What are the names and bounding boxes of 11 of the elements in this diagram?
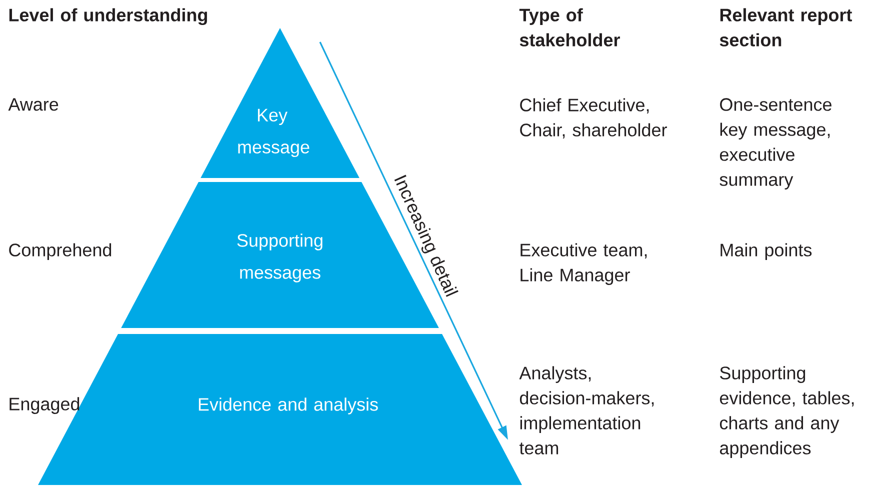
table-text: One-sentence key message, executive summary	[720, 98, 832, 190]
table-text: Aware	[8, 98, 58, 111]
table-text: Executive team, Line Manager	[520, 243, 647, 285]
column-heading: Relevant report section	[720, 8, 852, 46]
pyramid-level: Key message	[200, 28, 360, 178]
table-text: Chief Executive, Chair, shareholder	[520, 98, 667, 139]
table-text: Supporting evidence, tables, charts and any appendices	[720, 366, 854, 458]
column-heading: Type of stakeholder	[519, 8, 620, 46]
column-heading: Level of understanding	[9, 8, 207, 26]
table-text: Analysts, decision-makers, implementation team	[519, 366, 654, 454]
table-text: Main points	[720, 243, 812, 260]
